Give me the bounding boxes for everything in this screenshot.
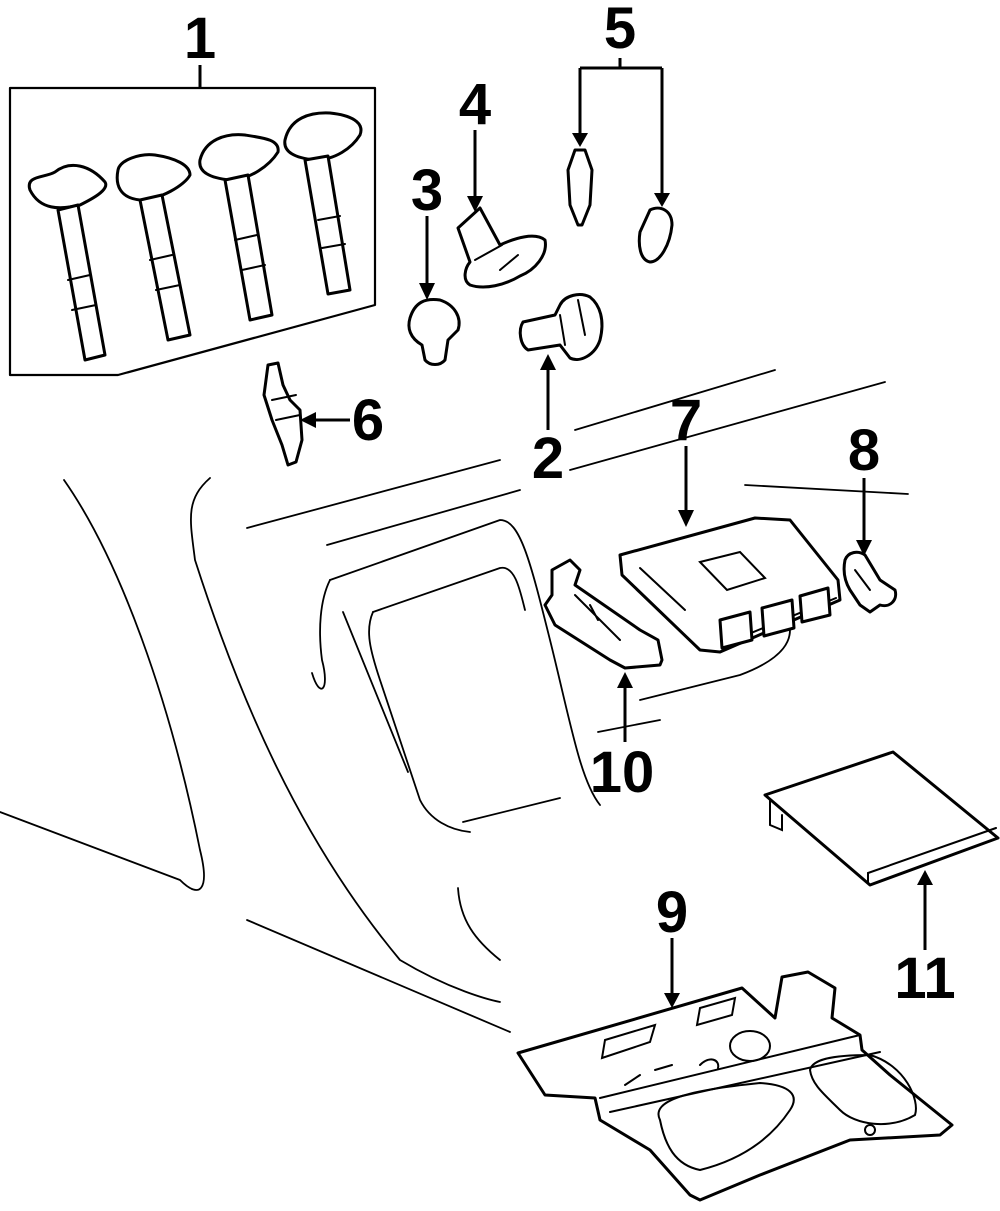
ignition-coil [198, 133, 280, 322]
callout-6[interactable]: 6 [352, 388, 384, 453]
vehicle-outline [0, 369, 909, 1033]
callout-4[interactable]: 4 [459, 72, 491, 137]
ignition-coil-set[interactable] [8, 65, 377, 377]
cover-part-11[interactable] [763, 750, 1000, 887]
callout-3[interactable]: 3 [411, 158, 443, 223]
spark-plug-part-6[interactable] [262, 361, 350, 467]
leader-lines [419, 130, 933, 1008]
sensor-pair-part-5[interactable] [566, 58, 674, 264]
sensor-part-4[interactable] [456, 206, 547, 289]
callout-9[interactable]: 9 [656, 880, 688, 945]
sensor-part-3[interactable] [407, 298, 461, 366]
sensor-part-2[interactable] [518, 293, 604, 361]
panel-part-9[interactable] [516, 970, 954, 1202]
bracket-part-8[interactable] [842, 550, 898, 614]
callout-1[interactable]: 1 [184, 6, 216, 71]
ignition-coil [115, 153, 192, 342]
control-module-part-7[interactable] [618, 516, 842, 654]
ignition-coil [27, 163, 108, 362]
ignition-coil [283, 111, 363, 296]
callout-8[interactable]: 8 [848, 418, 880, 483]
callout-11[interactable]: 11 [894, 946, 955, 1011]
callout-7[interactable]: 7 [670, 388, 702, 453]
bracket-part-10[interactable] [543, 558, 664, 670]
callout-5[interactable]: 5 [604, 0, 636, 61]
callout-10[interactable]: 10 [590, 740, 655, 805]
callout-2[interactable]: 2 [532, 426, 564, 491]
callout-labels: 1 2 3 4 5 6 7 8 9 10 11 [184, 0, 956, 1011]
